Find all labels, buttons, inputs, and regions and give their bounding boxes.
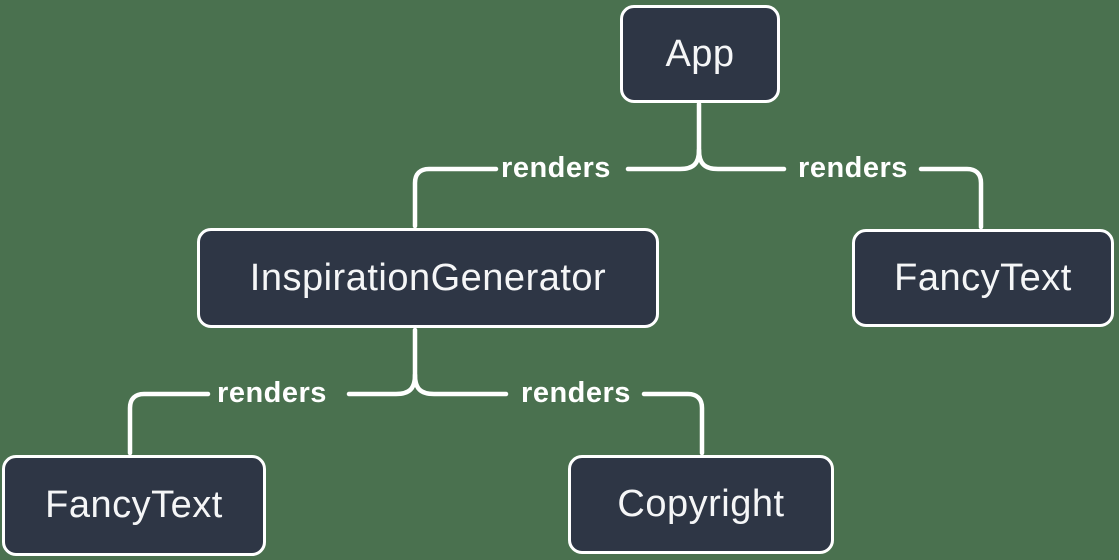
edge-label-ig-copyright: renders bbox=[521, 377, 631, 409]
edge-ig-trunk-left-flare bbox=[346, 327, 418, 397]
edge-label-app-fancy-text: renders bbox=[798, 152, 908, 184]
node-fancy-text-bottom: FancyText bbox=[2, 455, 266, 556]
node-inspiration-generator-label: InspirationGenerator bbox=[249, 256, 607, 299]
edge-label-ig-fancy-text: renders bbox=[217, 377, 327, 409]
node-fancy-text-bottom-label: FancyText bbox=[45, 484, 223, 526]
edge-ig-right-flare bbox=[412, 372, 509, 397]
edge-to-inspiration-generator bbox=[412, 166, 499, 229]
node-app-label: App bbox=[665, 32, 735, 75]
node-fancy-text-top-label: FancyText bbox=[894, 256, 1072, 299]
edge-to-fancy-text-top bbox=[918, 166, 984, 230]
edge-to-fancy-text-bottom bbox=[127, 391, 211, 456]
node-app: App bbox=[620, 5, 780, 103]
edge-to-copyright bbox=[641, 391, 705, 456]
edge-app-trunk-left-flare bbox=[625, 101, 702, 172]
edge-app-right-flare bbox=[696, 147, 787, 172]
node-copyright-label: Copyright bbox=[617, 483, 785, 525]
node-fancy-text-top: FancyText bbox=[852, 229, 1114, 327]
node-copyright: Copyright bbox=[568, 455, 834, 554]
node-inspiration-generator: InspirationGenerator bbox=[197, 228, 659, 328]
edge-label-app-inspiration-generator: renders bbox=[501, 152, 611, 184]
